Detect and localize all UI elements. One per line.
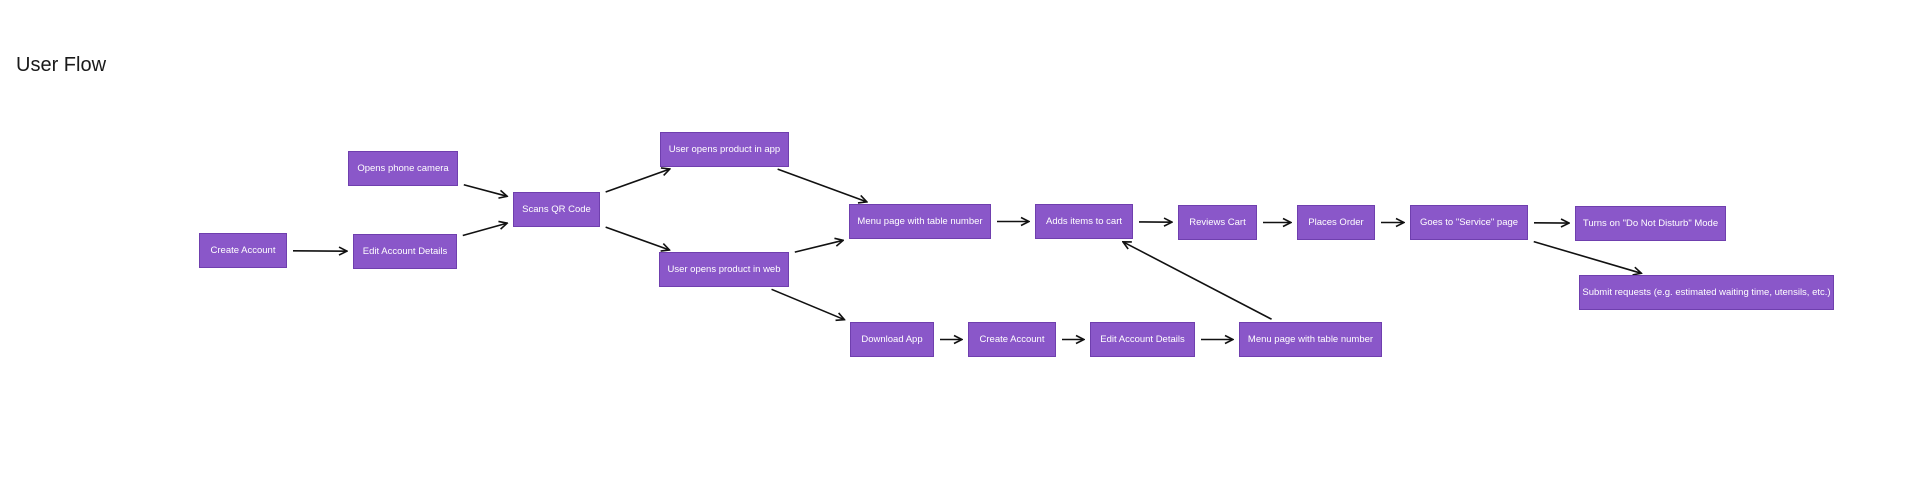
- arrow-opens_web-to-menu_page_1: [794, 240, 843, 253]
- node-turns-on-do-not-disturb-mode[interactable]: Turns on "Do Not Disturb" Mode: [1575, 206, 1726, 241]
- node-adds-items-to-cart[interactable]: Adds items to cart: [1035, 204, 1133, 239]
- arrow-scans_qr-to-opens_app: [605, 169, 670, 193]
- node-user-opens-product-in-app[interactable]: User opens product in app: [660, 132, 789, 167]
- node-places-order[interactable]: Places Order: [1297, 205, 1375, 240]
- node-scans-qr-code[interactable]: Scans QR Code: [513, 192, 600, 227]
- arrow-opens_web-to-download_app: [771, 288, 845, 319]
- node-download-app[interactable]: Download App: [850, 322, 934, 357]
- arrow-menu_page_2-to-adds_items: [1123, 242, 1272, 320]
- node-menu-page-with-table-number-2[interactable]: Menu page with table number: [1239, 322, 1382, 357]
- node-opens-phone-camera[interactable]: Opens phone camera: [348, 151, 458, 186]
- arrow-scans_qr-to-opens_web: [605, 226, 670, 250]
- arrow-service_page-to-submit_requests: [1533, 240, 1642, 274]
- node-reviews-cart[interactable]: Reviews Cart: [1178, 205, 1257, 240]
- node-goes-to-service-page[interactable]: Goes to "Service" page: [1410, 205, 1528, 240]
- page-title: User Flow: [16, 54, 107, 76]
- node-edit-account-details-2[interactable]: Edit Account Details: [1090, 322, 1195, 357]
- arrow-opens_app-to-menu_page_1: [777, 168, 867, 202]
- arrow-edit_account_1-to-scans_qr: [462, 223, 507, 237]
- node-submit-requests[interactable]: Submit requests (e.g. estimated waiting …: [1579, 275, 1834, 310]
- node-menu-page-with-table-number[interactable]: Menu page with table number: [849, 204, 991, 239]
- node-create-account[interactable]: Create Account: [199, 233, 287, 268]
- node-edit-account-details[interactable]: Edit Account Details: [353, 234, 457, 269]
- node-user-opens-product-in-web[interactable]: User opens product in web: [659, 252, 789, 287]
- arrow-opens_camera-to-scans_qr: [463, 183, 507, 197]
- node-create-account-2[interactable]: Create Account: [968, 322, 1056, 357]
